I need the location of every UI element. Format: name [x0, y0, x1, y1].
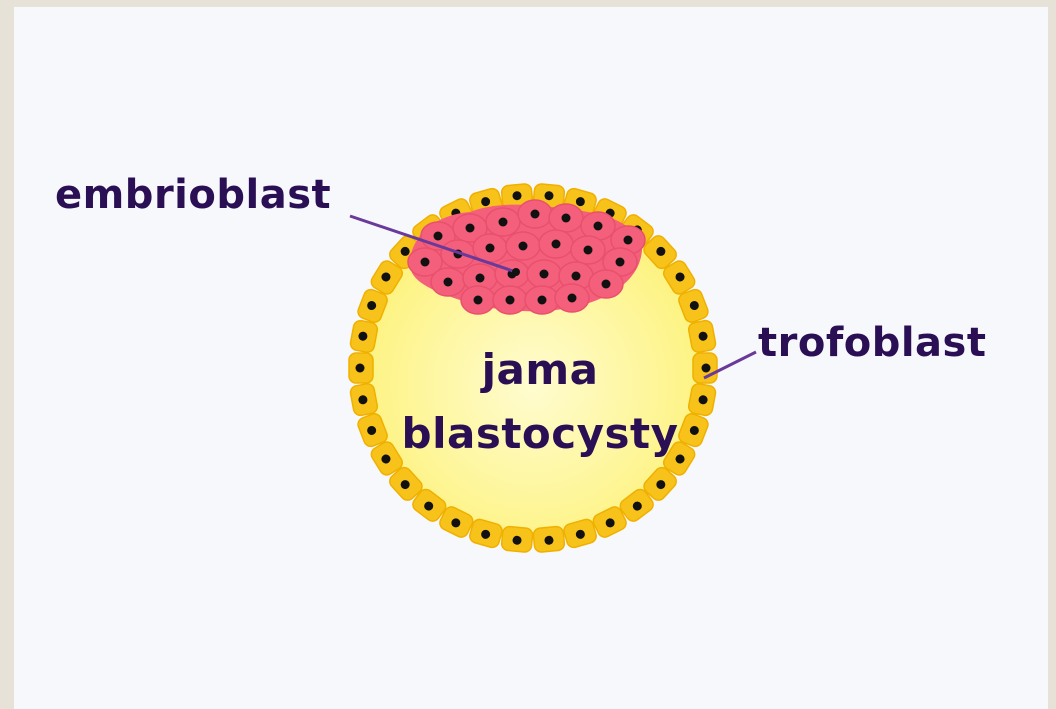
trophoblast-cell — [501, 526, 533, 553]
embryoblast-cell — [431, 268, 465, 296]
embryoblast-cell — [527, 260, 561, 288]
embrioblast-label: embrioblast — [55, 172, 331, 218]
embrioblast-pointer-dot — [512, 268, 520, 276]
trophoblast-cell — [688, 319, 717, 353]
trophoblast-cell — [349, 353, 373, 383]
cavity-label-line-1: jama — [395, 338, 685, 402]
trophoblast-cell — [533, 526, 565, 553]
embryoblast-cell — [493, 286, 527, 314]
cavity-label-line-2: blastocysty — [395, 402, 685, 466]
embryoblast-cell — [486, 208, 520, 236]
trofoblast-label: trofoblast — [758, 320, 986, 366]
trophoblast-cell — [349, 383, 378, 417]
embryoblast-cell — [555, 284, 589, 312]
cavity-label: jama blastocysty — [395, 338, 685, 466]
embryoblast-cell — [495, 260, 529, 288]
embryoblast-cell — [539, 230, 573, 258]
embryoblast-cell — [589, 270, 623, 298]
embryoblast-cell — [525, 286, 559, 314]
embryoblast-cell — [461, 286, 495, 314]
embryoblast-cell — [518, 200, 552, 228]
embryoblast-cell — [571, 236, 605, 264]
embryoblast-cell — [549, 204, 583, 232]
trophoblast-cell — [349, 319, 378, 353]
trophoblast-cell — [688, 383, 717, 417]
embryoblast-cell — [506, 232, 540, 260]
